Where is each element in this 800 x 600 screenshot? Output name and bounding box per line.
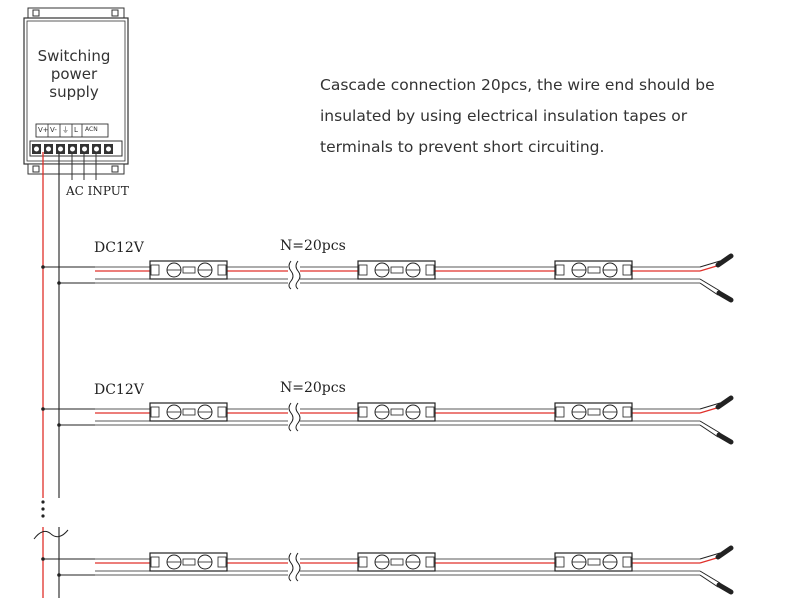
main-bus (33, 152, 69, 598)
terminal-label-ground: ⏚ (62, 126, 69, 134)
led-module (357, 402, 436, 422)
led-row-1 (41, 253, 734, 303)
terminal-label-acn: ACN (85, 126, 98, 133)
row1-count-label: N=20pcs (280, 238, 346, 254)
row2-voltage-label: DC12V (94, 382, 144, 398)
led-module (149, 260, 228, 280)
power-supply-label: Switching power supply (37, 47, 111, 101)
power-supply-unit (23, 7, 129, 175)
terminal-label-vplus: V+ (38, 126, 49, 134)
cascade-note: Cascade connection 20pcs, the wire end s… (320, 76, 715, 156)
row1-voltage-label: DC12V (94, 240, 144, 256)
terminal-screws (32, 144, 113, 154)
led-module (149, 552, 228, 572)
led-module (357, 260, 436, 280)
led-module (554, 552, 633, 572)
led-row-3 (41, 545, 734, 595)
led-module (554, 402, 633, 422)
row2-count-label: N=20pcs (280, 380, 346, 396)
insulated-wire-ends (699, 395, 734, 445)
insulated-wire-ends (699, 545, 734, 595)
ac-input-wires (71, 152, 97, 180)
terminal-label-l: L (74, 126, 78, 134)
led-rows (41, 253, 734, 595)
led-row-2 (41, 395, 734, 445)
terminal-label-vminus: V- (50, 126, 57, 134)
led-module (554, 260, 633, 280)
led-module (149, 402, 228, 422)
led-module (357, 552, 436, 572)
insulated-wire-ends (699, 253, 734, 303)
ac-input-label: AC INPUT (66, 184, 129, 198)
